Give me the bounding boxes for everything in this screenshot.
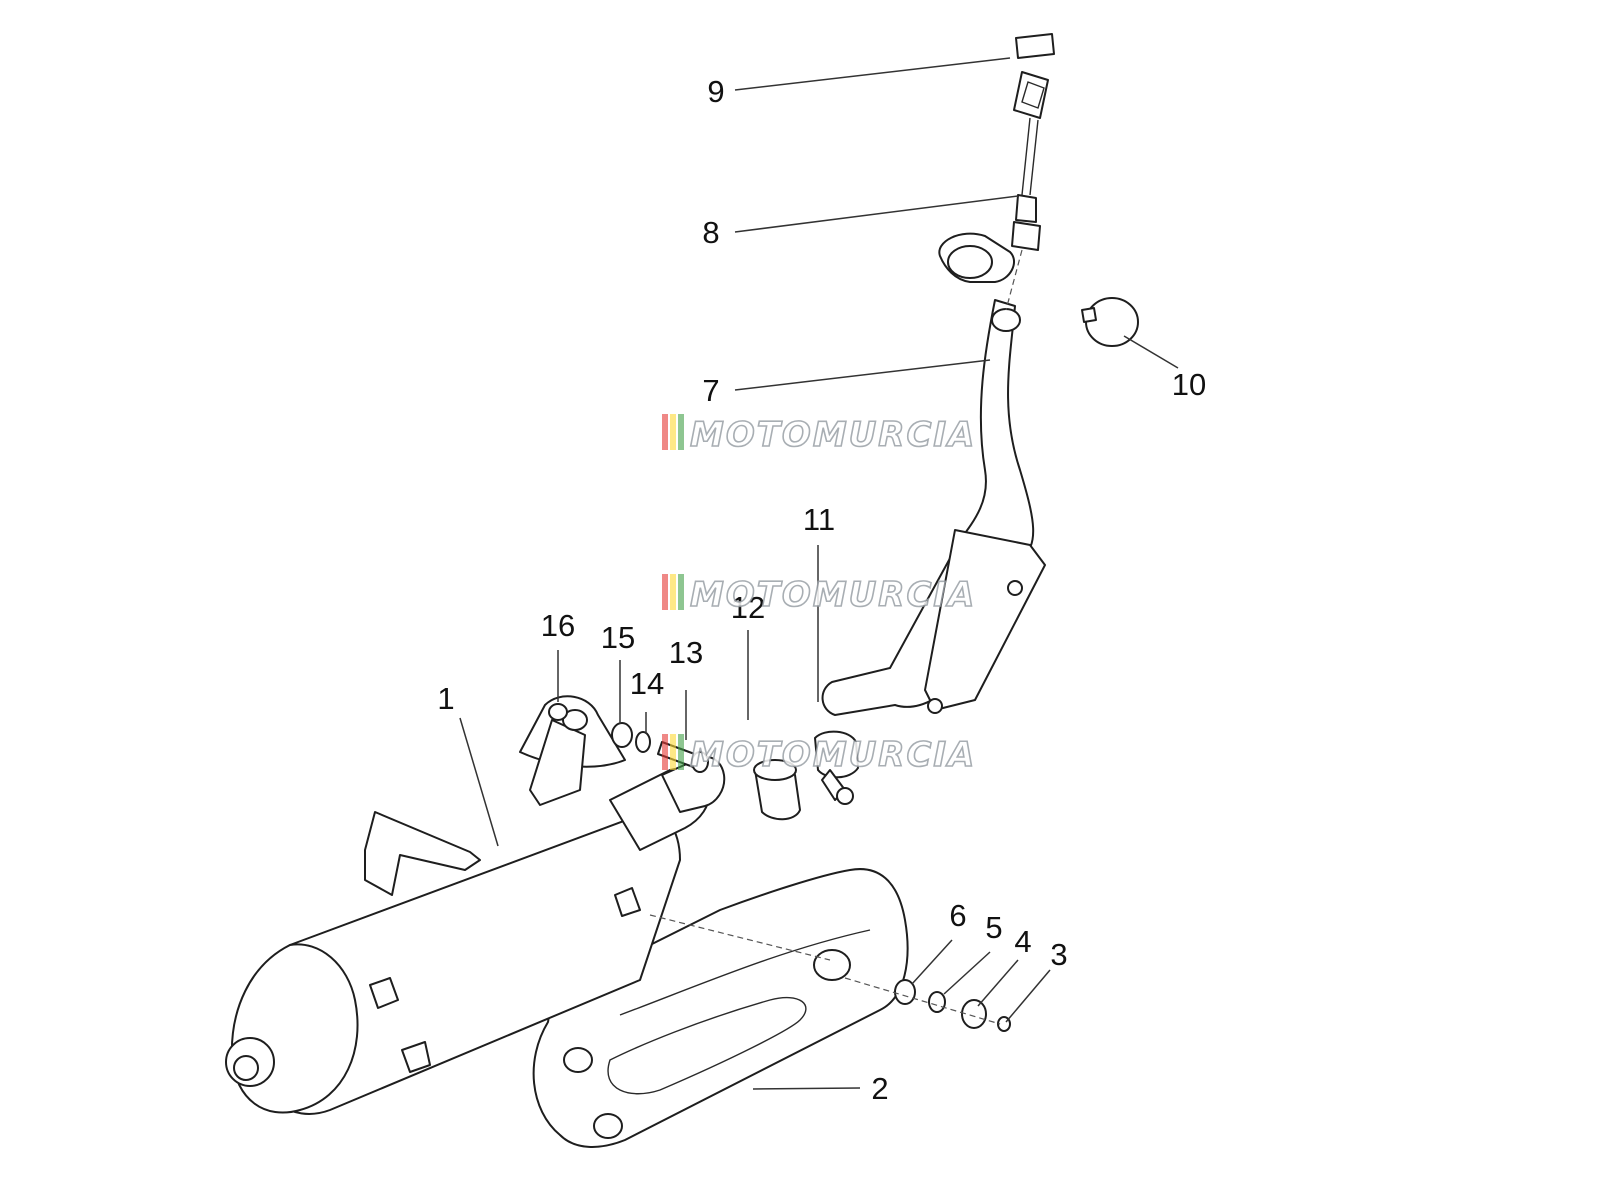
watermark-stripe-green (678, 734, 684, 770)
watermark-stripe-green (678, 574, 684, 610)
watermark-stripe-green (678, 414, 684, 450)
watermark-3: MOTOMURCIA (662, 734, 976, 776)
callout-13: 13 (669, 635, 703, 670)
muffler-part-1 (225, 695, 831, 1115)
connector-cap-part-9 (1015, 33, 1055, 59)
callout-5: 5 (985, 910, 1002, 945)
gasket-part-12 (753, 759, 801, 821)
grommet-part-6 (894, 979, 916, 1005)
callout-9: 9 (707, 74, 724, 109)
callout-6: 6 (949, 898, 966, 933)
heat-shield-part-2 (532, 868, 909, 1148)
callout-10: 10 (1172, 367, 1206, 402)
watermark-1: MOTOMURCIA (662, 414, 976, 456)
callout-14: 14 (630, 666, 664, 701)
watermark-2: MOTOMURCIA (662, 574, 976, 616)
nut-part-16 (548, 703, 568, 721)
callout-labels: 1 2 3 4 5 6 7 8 9 10 11 12 13 14 15 16 (437, 74, 1206, 1106)
callout-15: 15 (601, 620, 635, 655)
watermark-stripe-red (662, 574, 668, 610)
callout-4: 4 (1014, 924, 1031, 959)
washer-part-15 (611, 722, 633, 748)
watermark-stripe-red (662, 414, 668, 450)
watermark-stripe-yellow (670, 574, 676, 610)
callout-12: 12 (731, 590, 765, 625)
callout-7: 7 (702, 373, 719, 408)
callout-3: 3 (1050, 937, 1067, 972)
callout-1: 1 (437, 681, 454, 716)
watermark-stripe-red (662, 734, 668, 770)
callout-8: 8 (702, 215, 719, 250)
clamp-part-10 (1081, 297, 1139, 347)
watermark-text: MOTOMURCIA (690, 735, 976, 775)
callout-16: 16 (541, 608, 575, 643)
watermark-stripe-yellow (670, 734, 676, 770)
washer-part-4 (961, 999, 987, 1029)
callout-11: 11 (803, 502, 835, 537)
oxygen-sensor-part-8 (1005, 71, 1049, 311)
leader-lines (459, 57, 1179, 1090)
clamp-part-11 (814, 730, 859, 805)
header-pipe-part-7 (821, 232, 1046, 716)
washer-part-14 (635, 731, 651, 753)
watermark-text: MOTOMURCIA (690, 575, 976, 615)
watermark-stripe-yellow (670, 414, 676, 450)
washer-part-5 (928, 991, 946, 1013)
watermark-text: MOTOMURCIA (690, 415, 976, 455)
callout-2: 2 (871, 1071, 888, 1106)
